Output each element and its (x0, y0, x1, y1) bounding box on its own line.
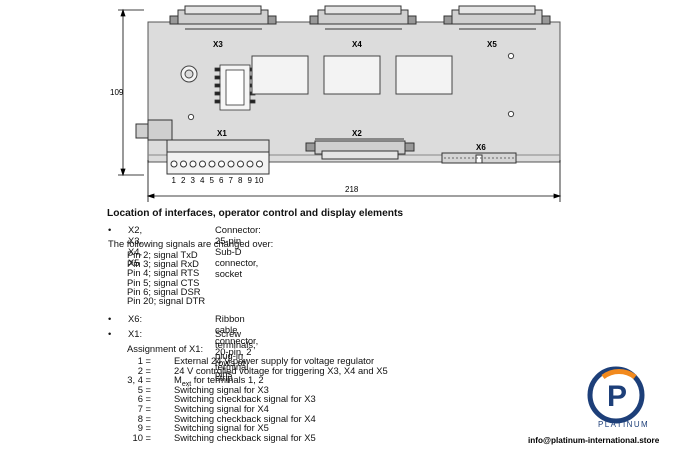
connector-x4 (309, 5, 417, 30)
assignment-code: 6 = (137, 393, 151, 405)
bullet-x1: • X1: Screw terminals, plug-in terminal … (108, 328, 256, 383)
terminal-number: 9 (248, 176, 253, 185)
connector-x2 (305, 138, 415, 160)
component-block-2 (323, 55, 381, 95)
signal-item: Pin 3; signal RxD (127, 258, 199, 270)
round-component (180, 65, 198, 83)
terminal-number: 7 (229, 176, 234, 185)
terminal-number: 6 (219, 176, 224, 185)
assignment-code: 3, 4 = (127, 374, 151, 386)
dip-chip (214, 64, 256, 111)
label-x6: X6 (476, 143, 486, 152)
assignment-description: External 24 V power supply for voltage r… (174, 355, 375, 366)
mount-dot (507, 52, 515, 60)
signal-item: Pin 5; signal CTS (127, 276, 200, 288)
bullet-dot: • (108, 313, 112, 324)
bullet-connectors-keys: X2, X3, X4, X5 (128, 224, 143, 268)
terminal-screw (237, 160, 244, 168)
side-plug (135, 119, 173, 141)
terminal-screw (170, 160, 178, 168)
signal-item: Pin 6; signal DSR (127, 285, 201, 297)
terminal-number: 5 (210, 176, 215, 185)
bullet-dot: • (108, 224, 112, 235)
label-x2: X2 (352, 129, 362, 138)
height-dimension (118, 8, 144, 177)
assignment-description: Mext for terminals 1, 2 (174, 374, 264, 389)
terminal-screw (256, 160, 263, 168)
height-label: 109 (110, 88, 124, 97)
terminal-screw (199, 160, 206, 168)
signal-item: Pin 4; signal RTS (127, 267, 200, 279)
terminal-number: 4 (200, 176, 205, 185)
signal-item: Pin 2; signal TxD (127, 249, 198, 260)
assignment-code: 9 = (137, 422, 151, 434)
mount-dot (187, 113, 195, 121)
assignment-title: Assignment of X1: (127, 343, 204, 354)
assignment-description: Switching checkback signal for X4 (174, 412, 316, 424)
terminal-block-x1 (166, 139, 270, 175)
assignment-description: Switching checkback signal for X5 (174, 431, 316, 443)
bullet-x6: • X6: Ribbon cable connector, 20-pin, 2 … (108, 313, 258, 379)
terminal-number: 10 (255, 176, 264, 185)
assignment-code: 1 = (137, 355, 151, 366)
platinum-logo: P (587, 366, 645, 424)
assignment-code: 2 = (137, 364, 151, 376)
brand-name: PLATINUM (598, 420, 650, 429)
label-x5: X5 (487, 40, 497, 49)
assignment-code: 8 = (137, 412, 151, 424)
signals-intro: The following signals are changed over: (108, 238, 274, 249)
terminal-screw (189, 160, 197, 168)
bullet-x1-key: X1: (128, 328, 143, 339)
terminal-number: 2 (181, 176, 186, 185)
connector-x5 (443, 5, 551, 30)
assignment-code: 5 = (137, 383, 151, 395)
bullet-x6-text: Ribbon cable connector, 20-pin, 2 rows o… (215, 313, 259, 379)
assignment-description: Switching signal for X5 (174, 422, 269, 434)
label-x1: X1 (217, 129, 227, 138)
terminal-number: 3 (191, 176, 196, 185)
width-dimension (146, 160, 562, 202)
label-x4: X4 (352, 40, 362, 49)
width-label: 218 (345, 185, 359, 194)
assignment-description: Switching checkback signal for X3 (174, 393, 316, 405)
assignment-description: Switching signal for X4 (174, 403, 269, 414)
terminal-number: 1 (172, 176, 177, 185)
assignment-code: 7 = (137, 403, 151, 414)
component-block-3 (395, 55, 453, 95)
logo-letter: P (607, 380, 627, 413)
assignment-description: Switching signal for X3 (174, 383, 269, 395)
assignment-description: 24 V controlled voltage for triggering X… (174, 364, 388, 376)
component-block-1 (251, 55, 309, 95)
terminal-screw (180, 160, 187, 168)
terminal-screw (246, 160, 254, 168)
board-diagram: 109 X3 X4 X5 (110, 5, 562, 202)
assignment-code: 10 = (132, 431, 151, 443)
mount-dot (507, 110, 515, 118)
bullet-connectors: • X2, X3, X4, X5 Connector: 25-pin Sub-D… (108, 224, 261, 279)
terminal-screw (218, 160, 225, 168)
contact-email: info@platinum-international.store (528, 436, 660, 445)
bullet-dot: • (108, 328, 112, 339)
section-heading: Location of interfaces, operator control… (107, 208, 404, 219)
connector-x6 (441, 152, 517, 164)
connector-x3 (169, 5, 277, 30)
bullet-connectors-text: Connector: 25-pin Sub-D connector, socke… (215, 224, 261, 279)
bullet-x6-key: X6: (128, 313, 143, 324)
label-x3: X3 (213, 40, 223, 49)
bullet-x1-text: Screw terminals, plug-in terminal strip (215, 328, 256, 383)
signal-item: Pin 20; signal DTR (127, 295, 206, 306)
terminal-number: 8 (238, 176, 243, 185)
terminal-screw (227, 160, 235, 168)
terminal-screw (208, 160, 216, 168)
